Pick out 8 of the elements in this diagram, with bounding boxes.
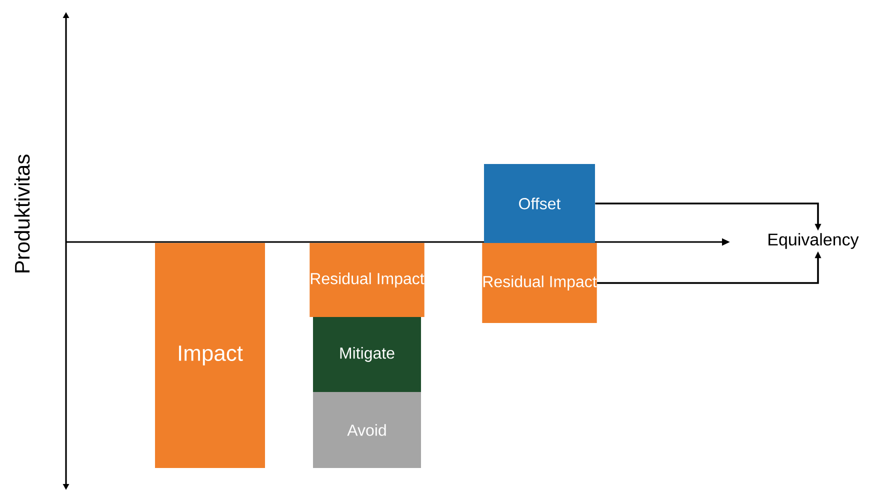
offset-bar: Offset — [484, 164, 595, 243]
impact-bar: Impact — [155, 243, 265, 468]
avoid-bar: Avoid — [313, 392, 421, 468]
mitigate-bar: Mitigate — [313, 317, 421, 392]
axis-label: Produktivitas — [14, 154, 30, 272]
residual-impact-bar: Residual Impact — [310, 243, 424, 317]
equivalency-label: Equivalency — [768, 233, 859, 249]
residual-impact-bar: Residual Impact — [482, 243, 597, 323]
